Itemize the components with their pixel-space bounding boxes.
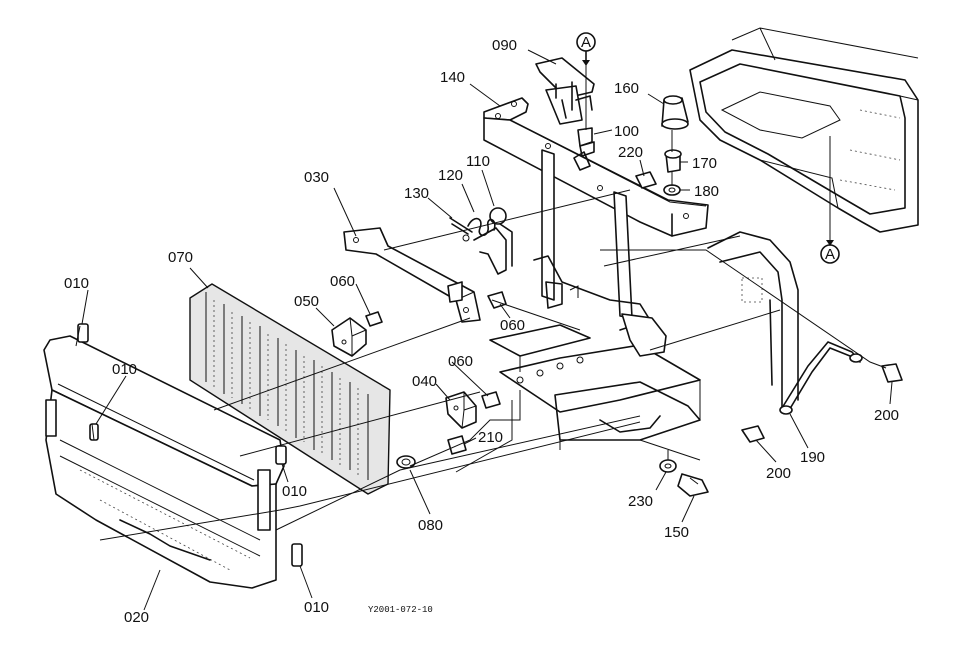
callout-050: 050: [294, 293, 319, 310]
callout-180: 180: [694, 183, 719, 200]
reference-mark-a-right-label: A: [825, 246, 835, 263]
callout-110: 110: [466, 153, 490, 170]
hood-housing: [689, 27, 919, 233]
clip-010-a: [77, 323, 89, 343]
bolt-220: [635, 171, 657, 189]
chassis-frame: [489, 324, 701, 461]
clip-010-c: [275, 445, 287, 465]
bolt-170: [664, 149, 682, 173]
washer-230: [659, 459, 677, 473]
callout-210: 210: [478, 429, 503, 446]
bolt-200-b: [741, 425, 765, 443]
callout-130: 130: [404, 185, 429, 202]
side-panel: [707, 231, 799, 411]
callout-200-b: 200: [766, 465, 791, 482]
callout-leaders: [81, 49, 893, 611]
callout-060-c: 060: [448, 353, 473, 370]
callout-040: 040: [412, 373, 437, 390]
callout-100: 100: [614, 123, 639, 140]
callout-080: 080: [418, 517, 443, 534]
reference-mark-a-right: A: [820, 240, 840, 264]
callout-010-d: 010: [304, 599, 329, 616]
callout-090: 090: [492, 37, 517, 54]
spring-120: [467, 217, 496, 237]
lever-110: [473, 207, 513, 275]
bolt-200-a: [881, 363, 903, 383]
assembly-lines: [75, 58, 887, 541]
nut-080: [396, 455, 416, 469]
stud-100: [573, 127, 595, 171]
bolt-150: [677, 473, 709, 497]
bolt-060-b: [487, 291, 507, 309]
callout-190: 190: [800, 449, 825, 466]
clip-010-d: [291, 543, 303, 567]
rubber-mount-160: [661, 95, 689, 130]
callout-230: 230: [628, 493, 653, 510]
callout-070: 070: [168, 249, 193, 266]
callout-labels: 090 140 160 100 220 170 180 110 120 130 …: [64, 37, 899, 626]
washer-180: [663, 184, 681, 196]
callout-200-a: 200: [874, 407, 899, 424]
bracket-040: [445, 391, 477, 429]
callout-140: 140: [440, 69, 465, 86]
callout-170: 170: [692, 155, 717, 172]
bracket-050: [331, 317, 367, 357]
callout-060-b: 060: [500, 317, 525, 334]
bracket-090: [535, 57, 595, 125]
stay-190: [779, 341, 863, 415]
nut-210: [447, 435, 467, 455]
bracket-030: [343, 227, 481, 323]
callout-010-b: 010: [112, 361, 137, 378]
callout-120: 120: [438, 167, 463, 184]
bolt-060-a: [365, 311, 383, 327]
callout-010-c: 010: [282, 483, 307, 500]
callout-020: 020: [124, 609, 149, 626]
callout-060-a: 060: [330, 273, 355, 290]
support-bracket-140: [483, 97, 709, 357]
reference-mark-a-top-label: A: [581, 34, 591, 51]
reference-mark-a-top: A: [576, 32, 596, 66]
callout-160: 160: [614, 80, 639, 97]
front-bumper-020: [43, 335, 285, 589]
callout-220: 220: [618, 144, 643, 161]
figure-code: Y2001-072-10: [368, 605, 433, 615]
callout-010-a: 010: [64, 275, 89, 292]
callout-150: 150: [664, 524, 689, 541]
bolt-060-c: [481, 391, 501, 409]
callout-030: 030: [304, 169, 329, 186]
